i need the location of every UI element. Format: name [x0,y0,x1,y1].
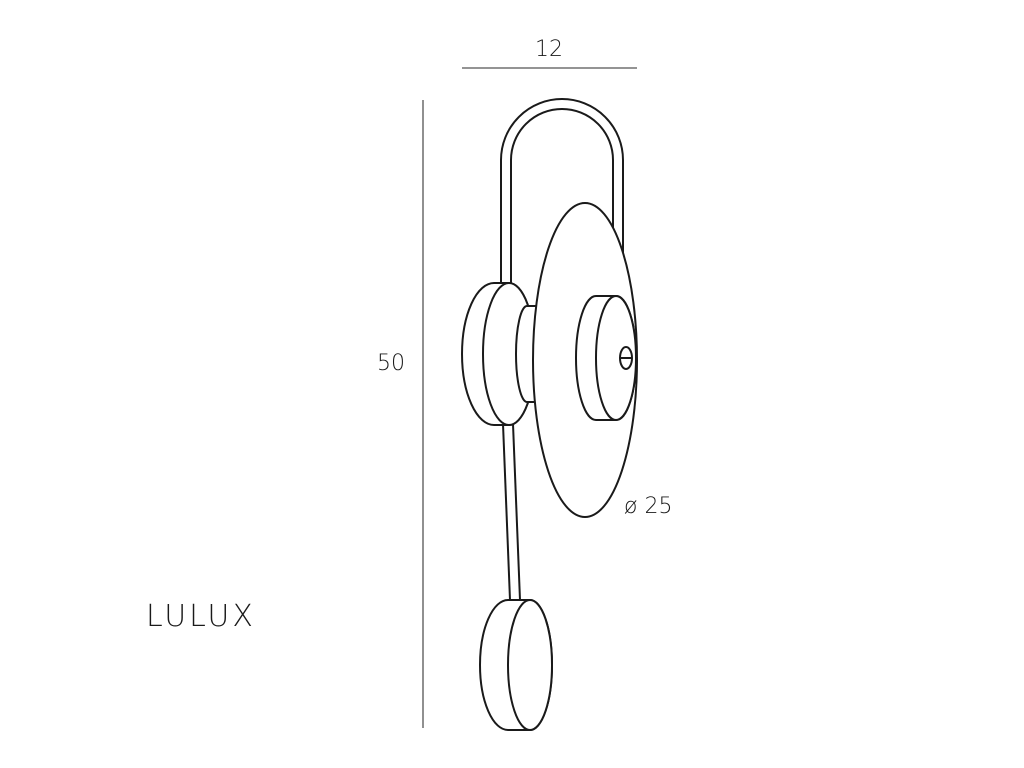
top-loop-rod-outer [500,98,624,298]
product-name: LULUX [146,599,256,634]
light-module-face [595,295,637,421]
height-dimension: 50 [377,100,424,728]
height-label: 50 [377,351,405,376]
diameter-label: ø 25 [624,494,672,519]
lower-stem-left [502,423,511,601]
bottom-disc-face [507,599,553,731]
lower-stem-right [512,423,521,601]
width-label: 12 [535,37,563,62]
top-loop-rod-inner [510,108,614,298]
light-module [575,295,637,421]
lamp-illustration [461,98,638,731]
bottom-weight-disc [479,599,553,731]
width-dimension: 12 [462,37,637,69]
